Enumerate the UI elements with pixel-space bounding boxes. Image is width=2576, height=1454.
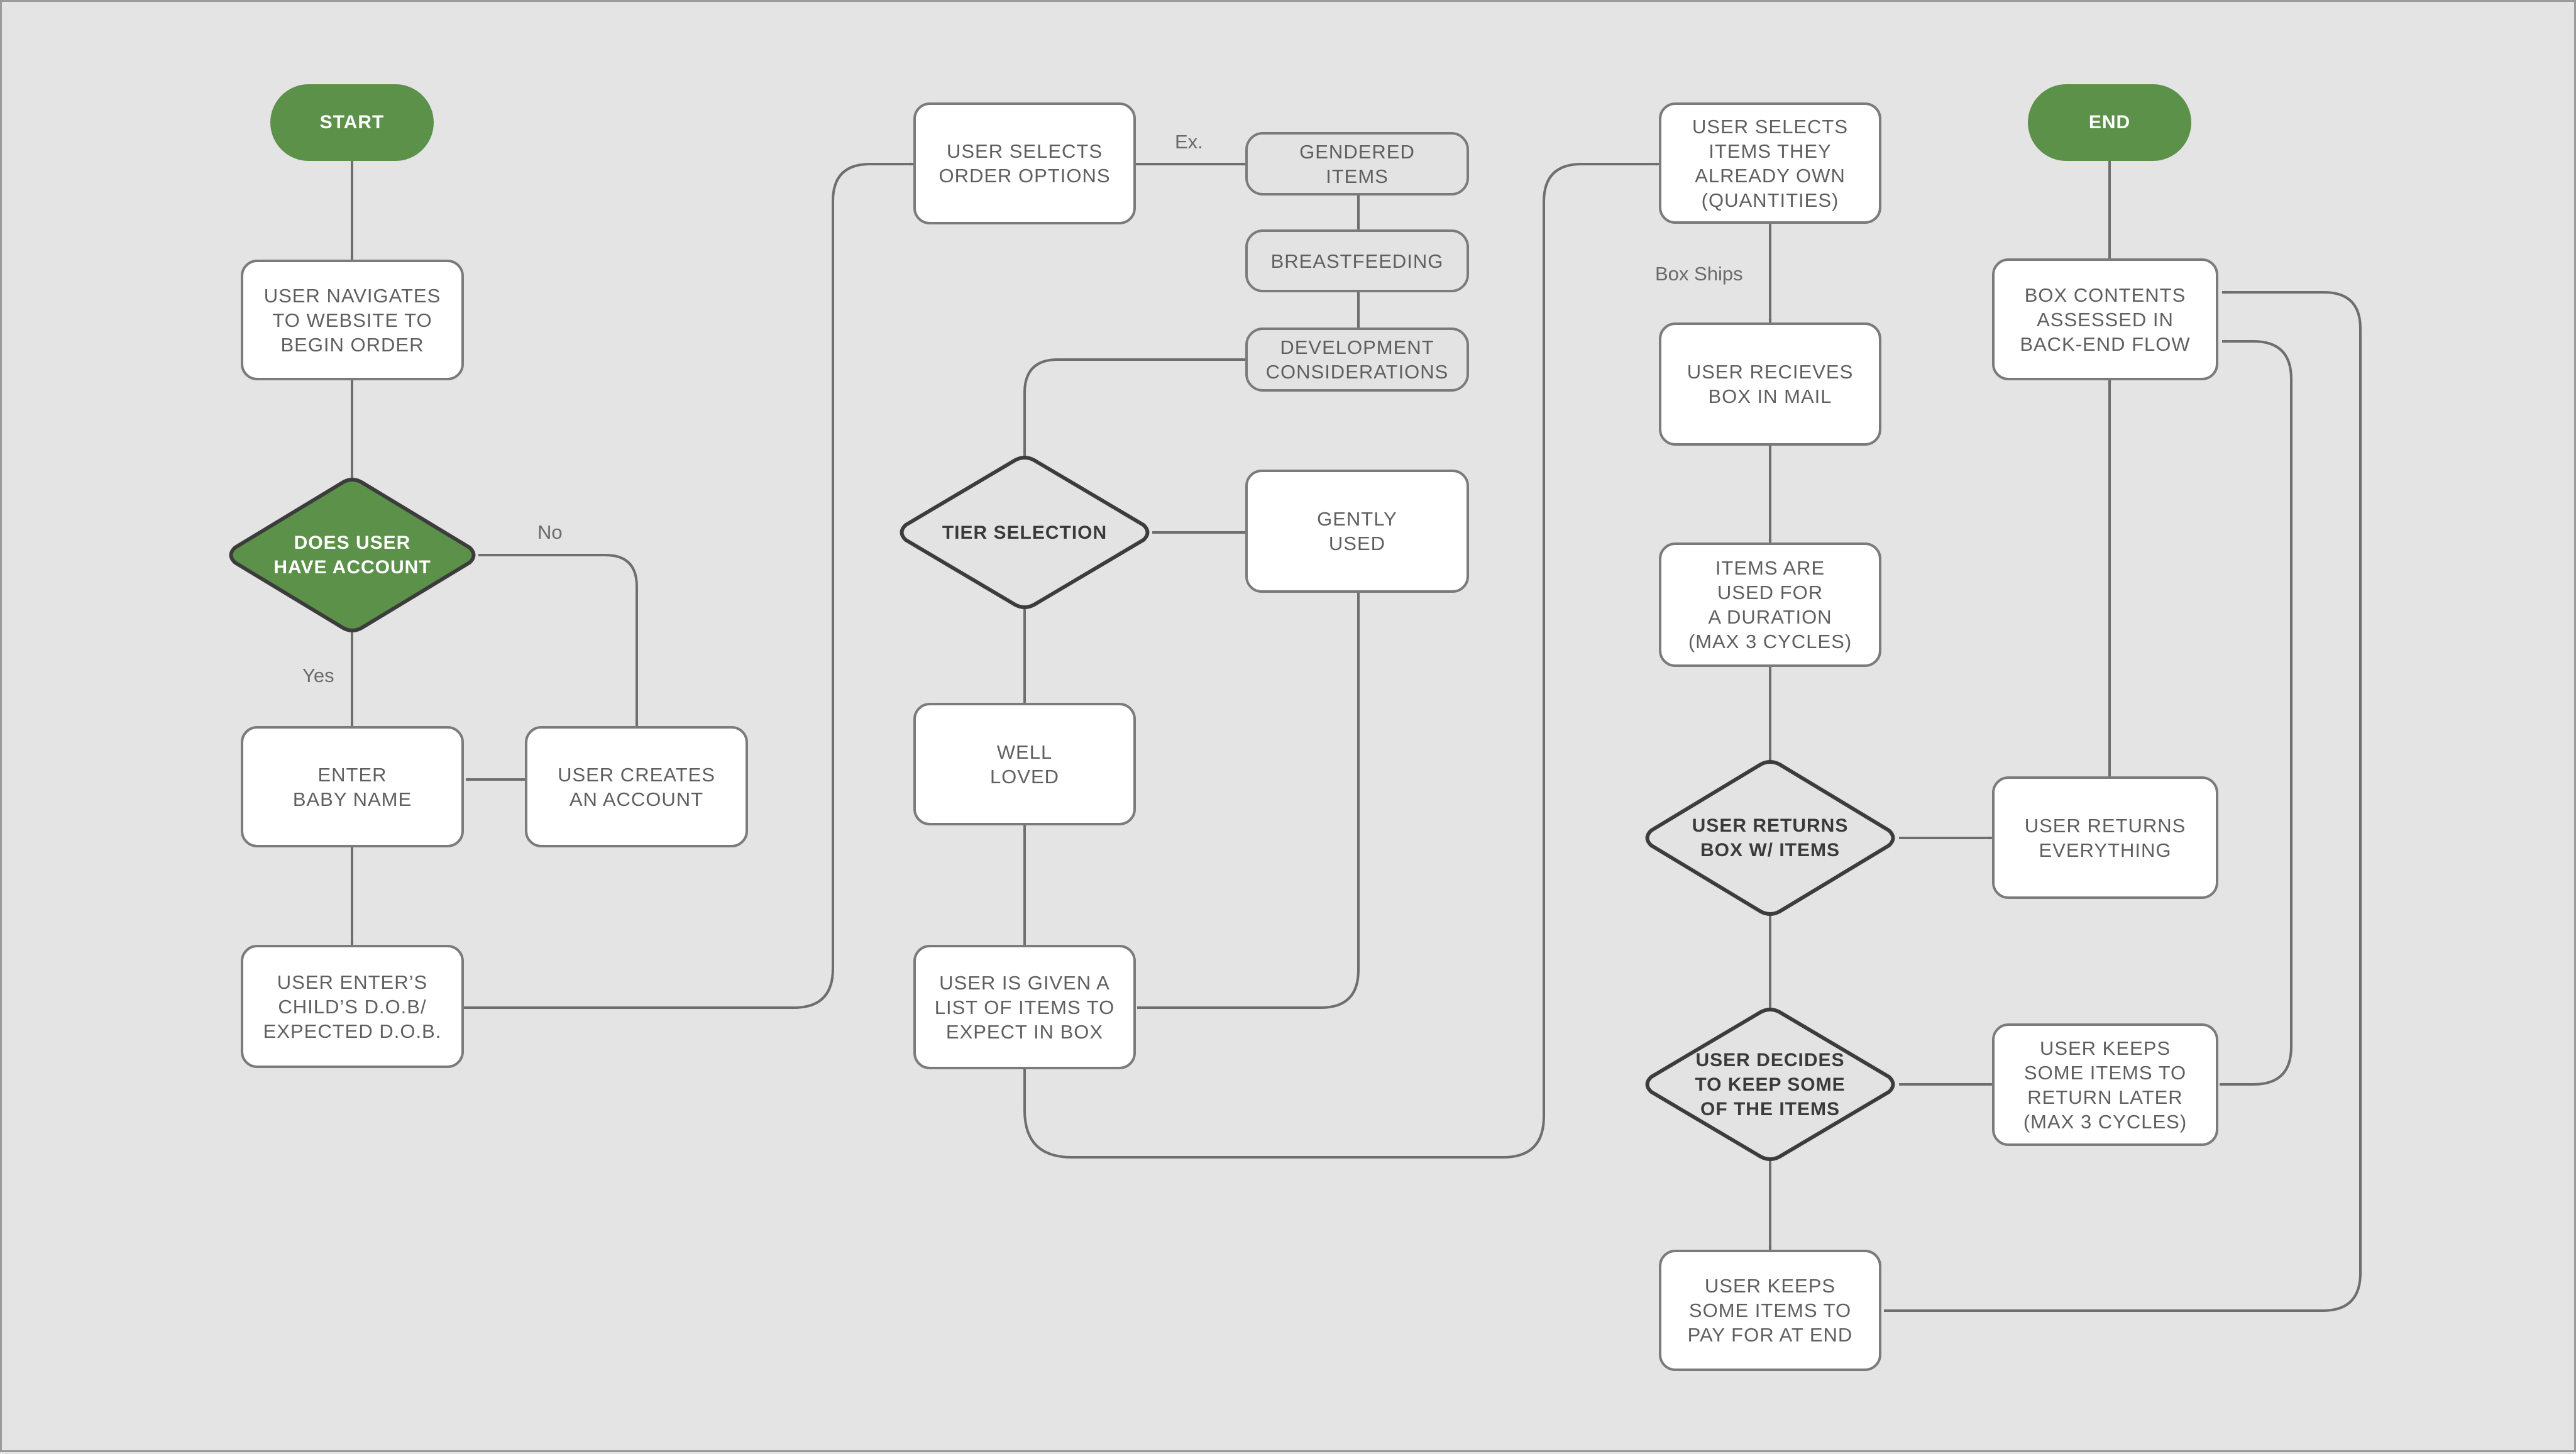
- edge-label-no: No: [537, 521, 563, 543]
- receives-box-node: USER RECIEVES BOX IN MAIL: [1659, 322, 1881, 446]
- well-loved-node: WELL LOVED: [913, 703, 1136, 825]
- start-node: START: [270, 84, 434, 161]
- edge-list-to-items-own: [1023, 162, 1660, 1159]
- list-of-items-node: USER IS GIVEN A LIST OF ITEMS TO EXPECT …: [913, 945, 1136, 1069]
- edge-decision-no: [478, 554, 639, 727]
- diamond-shape: [229, 478, 476, 632]
- items-already-own-node: USER SELECTS ITEMS THEY ALREADY OWN (QUA…: [1659, 102, 1881, 224]
- edge-label-yes: Yes: [302, 664, 334, 686]
- diamond-shape: [1645, 760, 1895, 916]
- gendered-items-node: GENDERED ITEMS: [1245, 132, 1469, 196]
- decision-label: TIER SELECTION: [942, 522, 1108, 543]
- decision-label: USER RETURNS BOX W/ ITEMS: [1692, 815, 1849, 861]
- tier-selection-decision: TIER SELECTION: [896, 456, 1153, 609]
- enter-baby-name-node: ENTER BABY NAME: [241, 726, 464, 847]
- gently-used-node: GENTLY USED: [1245, 470, 1469, 593]
- end-node: END: [2028, 84, 2191, 161]
- edge-keep-pay-to-box-contents: [1884, 290, 2362, 1312]
- items-used-node: ITEMS ARE USED FOR A DURATION (MAX 3 CYC…: [1659, 542, 1881, 667]
- has-account-decision: DOES USER HAVE ACCOUNT: [225, 478, 480, 632]
- edge-gently-used-to-list: [1137, 593, 1360, 1010]
- edge-label-box-ships: Box Ships: [1655, 263, 1743, 285]
- decision-label: DOES USER HAVE ACCOUNT: [273, 532, 431, 578]
- navigate-to-website-node: USER NAVIGATES TO WEBSITE TO BEGIN ORDER: [241, 260, 464, 380]
- decides-keep-decision: USER DECIDES TO KEEP SOME OF THE ITEMS: [1641, 1008, 1899, 1161]
- keep-pay-at-end-node: USER KEEPS SOME ITEMS TO PAY FOR AT END: [1659, 1250, 1881, 1371]
- decision-label: USER DECIDES TO KEEP SOME OF THE ITEMS: [1695, 1049, 1846, 1120]
- returns-everything-node: USER RETURNS EVERYTHING: [1992, 776, 2218, 899]
- create-account-node: USER CREATES AN ACCOUNT: [525, 726, 748, 847]
- keep-return-later-node: USER KEEPS SOME ITEMS TO RETURN LATER (M…: [1992, 1023, 2218, 1146]
- order-options-node: USER SELECTS ORDER OPTIONS: [913, 102, 1136, 224]
- returns-box-decision: USER RETURNS BOX W/ ITEMS: [1641, 760, 1899, 916]
- edge-dob-to-order-options: [464, 162, 914, 1009]
- edge-development-to-tier: [1023, 358, 1245, 458]
- box-contents-assessed-node: BOX CONTENTS ASSESSED IN BACK-END FLOW: [1992, 258, 2218, 380]
- breastfeeding-node: BREASTFEEDING: [1245, 229, 1469, 292]
- enter-dob-node: USER ENTER’S CHILD’S D.O.B/ EXPECTED D.O…: [241, 945, 464, 1068]
- development-considerations-node: DEVELOPMENT CONSIDERATIONS: [1245, 328, 1469, 392]
- diamond-shape: [900, 456, 1150, 609]
- edge-label-ex: Ex.: [1175, 131, 1203, 153]
- edge-keep-later-to-box-contents: [2220, 339, 2293, 1086]
- diamond-shape: [1645, 1008, 1895, 1161]
